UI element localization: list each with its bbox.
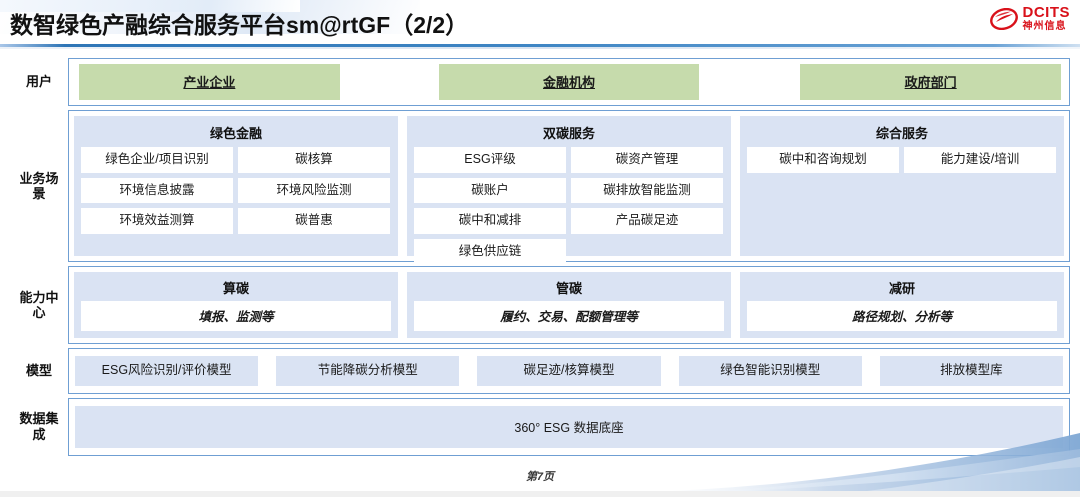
layer-row-data-integration: 数据集成 360° ESG 数据底座 xyxy=(10,397,1070,456)
brand-name-en: DCITS xyxy=(1022,4,1070,21)
model-item[interactable]: 节能降碳分析模型 xyxy=(276,356,460,386)
brand-name-cn: 神州信息 xyxy=(1022,21,1067,32)
title-divider xyxy=(0,44,1080,47)
architecture-grid: 用户 产业企业 金融机构 政府部门 业务场景 绿色金融 绿色 xyxy=(10,58,1070,460)
page-number: 第7页 xyxy=(525,471,555,483)
biz-item[interactable]: 能力建设/培训 xyxy=(904,147,1056,173)
row-label-users: 用户 xyxy=(25,74,52,90)
layer-row-business-scenarios: 业务场景 绿色金融 绿色企业/项目识别 碳核算 环境信息披露 环境风险监测 环境… xyxy=(10,110,1070,264)
user-cell: 金融机构 xyxy=(404,64,734,100)
capability-column-carbon-management: 管碳 履约、交易、配额管理等 xyxy=(407,272,731,338)
biz-item[interactable]: 碳资产管理 xyxy=(571,147,723,173)
biz-item[interactable]: 碳账户 xyxy=(414,177,566,203)
layer-row-users: 用户 产业企业 金融机构 政府部门 xyxy=(10,58,1070,106)
row-label-data-integration: 数据集成 xyxy=(19,411,59,442)
row-body-models: ESG风险识别/评价模型 节能降碳分析模型 碳足迹/核算模型 绿色智能识别模型 … xyxy=(68,348,1070,394)
user-chip-label: 政府部门 xyxy=(904,75,957,90)
biz-item[interactable]: 碳排放智能监测 xyxy=(571,177,723,203)
model-item[interactable]: 碳足迹/核算模型 xyxy=(477,356,661,386)
user-chip-label: 金融机构 xyxy=(542,75,595,90)
biz-column-title: 综合服务 xyxy=(875,126,928,141)
row-body-users: 产业企业 金融机构 政府部门 xyxy=(68,58,1070,106)
biz-item[interactable]: 碳核算 xyxy=(238,147,390,173)
biz-item[interactable]: 环境信息披露 xyxy=(81,177,233,203)
user-chip-label: 产业企业 xyxy=(183,75,236,90)
model-item[interactable]: 绿色智能识别模型 xyxy=(678,356,862,386)
row-body-business-scenarios: 绿色金融 绿色企业/项目识别 碳核算 环境信息披露 环境风险监测 环境效益测算 … xyxy=(68,110,1070,264)
capability-subtitle[interactable]: 路径规划、分析等 xyxy=(747,301,1057,331)
layer-row-models: 模型 ESG风险识别/评价模型 节能降碳分析模型 碳足迹/核算模型 绿色智能识别… xyxy=(10,348,1070,394)
row-body-data-integration: 360° ESG 数据底座 xyxy=(68,397,1070,456)
user-cell: 产业企业 xyxy=(74,64,404,100)
row-label-capability-center: 能力中心 xyxy=(19,289,59,320)
capability-column-emission-reduction-research: 减研 路径规划、分析等 xyxy=(740,272,1064,338)
biz-item[interactable]: 绿色供应链 xyxy=(414,238,566,264)
row-label-models: 模型 xyxy=(25,363,52,379)
row-body-capability-center: 算碳 填报、监测等 管碳 履约、交易、配额管理等 减研 路径规划、分析等 xyxy=(68,266,1070,344)
user-chip-industry[interactable]: 产业企业 xyxy=(79,64,340,100)
capability-title: 管碳 xyxy=(555,281,582,296)
biz-item-list: 绿色企业/项目识别 碳核算 环境信息披露 环境风险监测 环境效益测算 碳普惠 xyxy=(81,147,391,234)
biz-item[interactable]: ESG评级 xyxy=(414,147,566,173)
page-title: 数智绿色产融综合服务平台sm@rtGF（2/2） xyxy=(10,12,469,38)
bottom-edge-strip xyxy=(0,491,1080,497)
biz-item[interactable]: 环境效益测算 xyxy=(81,208,233,234)
biz-item-list: 碳中和咨询规划 能力建设/培训 xyxy=(747,147,1057,173)
biz-column-comprehensive-services: 综合服务 碳中和咨询规划 能力建设/培训 xyxy=(740,116,1064,256)
user-cell: 政府部门 xyxy=(734,64,1064,100)
biz-column-green-finance: 绿色金融 绿色企业/项目识别 碳核算 环境信息披露 环境风险监测 环境效益测算 … xyxy=(74,116,398,256)
model-item[interactable]: ESG风险识别/评价模型 xyxy=(75,356,259,386)
biz-column-dual-carbon-services: 双碳服务 ESG评级 碳资产管理 碳账户 碳排放智能监测 碳中和减排 产品碳足迹… xyxy=(407,116,731,264)
biz-item[interactable]: 环境风险监测 xyxy=(238,177,390,203)
title-divider-shadow xyxy=(0,47,1080,49)
brand-logo: DCITS 神州信息 xyxy=(989,5,1071,32)
biz-item[interactable]: 绿色企业/项目识别 xyxy=(81,147,233,173)
biz-column-title: 绿色金融 xyxy=(209,126,262,141)
biz-item[interactable]: 碳中和咨询规划 xyxy=(747,147,899,173)
brand-logo-text: DCITS 神州信息 xyxy=(1023,5,1071,32)
data-foundation-bar[interactable]: 360° ESG 数据底座 xyxy=(75,405,1063,448)
layer-row-capability-center: 能力中心 算碳 填报、监测等 管碳 履约、交易、配额管理等 减研 路径规划、分析… xyxy=(10,266,1070,344)
biz-column-title: 双碳服务 xyxy=(542,126,595,141)
biz-item[interactable]: 碳普惠 xyxy=(238,208,390,234)
user-chip-financial[interactable]: 金融机构 xyxy=(438,64,700,100)
row-label-business-scenarios: 业务场景 xyxy=(19,170,59,201)
biz-item[interactable]: 产品碳足迹 xyxy=(571,208,723,234)
model-item[interactable]: 排放模型库 xyxy=(879,356,1064,386)
biz-item[interactable]: 碳中和减排 xyxy=(414,208,566,234)
dcits-swirl-icon xyxy=(989,7,1018,30)
user-chip-government[interactable]: 政府部门 xyxy=(800,64,1061,100)
capability-subtitle[interactable]: 填报、监测等 xyxy=(81,301,391,331)
capability-title: 减研 xyxy=(888,281,915,296)
biz-item-list: ESG评级 碳资产管理 碳账户 碳排放智能监测 碳中和减排 产品碳足迹 绿色供应… xyxy=(414,147,724,264)
capability-title: 算碳 xyxy=(222,281,249,296)
capability-subtitle[interactable]: 履约、交易、配额管理等 xyxy=(414,301,724,331)
capability-column-carbon-accounting: 算碳 填报、监测等 xyxy=(74,272,398,338)
